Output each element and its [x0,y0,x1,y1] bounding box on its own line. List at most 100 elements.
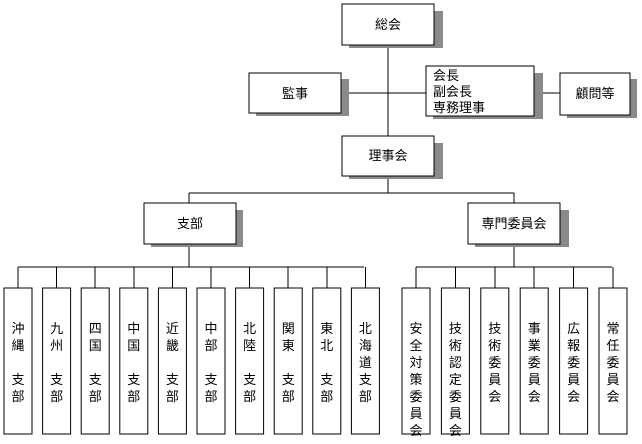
officers-box: 会長 副会長 専務理事 [425,65,543,119]
branch-box [3,287,33,435]
committee-char: 会 [409,424,422,439]
committee-char: 会 [449,424,462,439]
branch-char: 海 [359,339,372,354]
branch-char: 部 [166,390,179,405]
committee-char: 委 [409,390,422,405]
board-label: 理事会 [368,149,407,164]
officer-executive-director: 専務理事 [433,101,485,116]
general-assembly-label: 総会 [375,18,401,33]
branch-box [196,287,226,435]
branch-char: 関 [282,322,295,337]
branch-char: 支 [282,373,295,388]
branch-char: 部 [359,390,372,405]
committee-char: 技 [488,322,501,337]
branch-char: 中 [204,322,217,337]
committee-char: 術 [449,339,462,354]
branch-char: 道 [359,356,372,371]
officer-vice-chairman: 副会長 [433,85,472,100]
committee-box [519,287,549,435]
branch-box [350,287,380,435]
committee-char: 術 [488,339,501,354]
committee-char: 委 [606,356,619,371]
auditor-box: 監事 [248,72,349,116]
committee-char: 員 [449,407,462,422]
branches-label: 支部 [177,217,203,232]
committee-char: 員 [488,373,501,388]
committee-char: 委 [567,356,580,371]
committee-char: 安 [409,322,422,337]
branch-char: 支 [243,373,256,388]
committee-char: 全 [409,338,422,354]
committee-char: 会 [606,390,619,405]
branch-char: 部 [243,390,256,405]
branch-char: 国 [89,339,102,354]
committee-char: 事 [528,322,541,337]
branch-char: 部 [89,390,102,405]
connector-lines [18,47,612,268]
general-assembly-box: 総会 [341,3,443,48]
committee-char: 会 [488,390,501,405]
advisor-label: 顧問等 [575,86,614,102]
committee-char: 常 [606,322,619,337]
branch-char: 部 [204,339,217,354]
branch-char: 北 [243,322,256,337]
branch-char: 支 [359,373,372,388]
branch-char: 支 [320,373,333,388]
auditor-label: 監事 [282,86,308,102]
committee-char: 員 [409,407,422,422]
branch-char: 支 [204,373,217,388]
committees-box: 専門委員会 [467,202,569,247]
committee-char: 委 [449,390,462,405]
branches-box: 支部 [143,202,243,247]
committee-char: 広 [567,322,580,337]
branch-char: 北 [359,322,372,337]
branch-char: 部 [127,390,140,405]
branch-char: 近 [166,322,179,337]
committee-char: 報 [567,339,580,354]
committee-char: 委 [528,356,541,371]
committee-char: 会 [567,390,580,405]
committee-char: 会 [528,390,541,405]
committee-box [559,287,589,435]
committee-char: 技 [449,322,462,337]
branch-char: 支 [166,373,179,388]
committee-char: 委 [488,356,501,371]
committee-box [598,287,628,435]
committees-label: 専門委員会 [481,217,546,232]
branch-box [119,287,149,435]
committee-char: 策 [409,372,422,388]
branch-char: 部 [204,390,217,405]
branch-char: 沖 [11,322,24,337]
branch-char: 縄 [11,339,24,354]
branch-char: 部 [50,390,63,405]
committee-char: 員 [567,373,580,388]
committee-char: 員 [528,373,541,388]
board-box: 理事会 [341,135,443,179]
committee-box [440,287,470,435]
committee-box [480,287,510,435]
committee-char: 認 [449,355,462,371]
branch-box [235,287,265,435]
officer-chairman: 会長 [433,69,459,84]
branch-box [42,287,72,435]
branch-char: 部 [320,390,333,405]
branch-char: 支 [127,373,140,388]
